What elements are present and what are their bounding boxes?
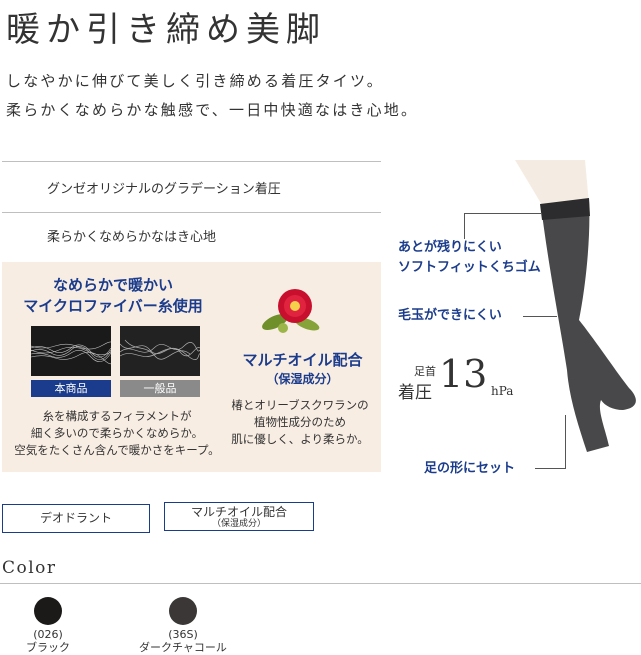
swatch-general-label: 一般品 [120,380,200,397]
tag-multi-oil: マルチオイル配合 （保湿成分） [164,502,314,531]
color-heading: Color [2,558,57,578]
callout-pilling: 毛玉ができにくい [398,308,502,323]
tag-deodorant: デオドラント [2,504,150,533]
multi-oil-note: 椿とオリーブスクワランの 植物性成分のため 肌に優しく、より柔らか。 [215,397,385,448]
camellia-olive-illustration [262,289,320,333]
feature-panel: なめらかで暖かい マイクロファイバー糸使用 本商品 [2,262,381,472]
microfiber-title-1: なめらかで暖かい [52,276,173,294]
callout-line [565,415,566,469]
color-name-black: ブラック [26,641,70,654]
swatch-ours-label: 本商品 [31,380,111,397]
microfiber-title-2: マイクロファイバー糸使用 [23,297,203,315]
color-divider [0,583,641,584]
pressure-label: 着圧 [398,383,432,403]
callout-line [464,213,465,239]
page-title: 暖か引き締め美脚 [6,10,326,50]
multi-oil-note-line: 椿とオリーブスクワランの [231,398,369,412]
fiber-closeup-general-image [119,326,201,376]
callout-welt: あとが残りにくい ソフトフィットくちゴム [398,238,541,278]
color-code-dark-charcoal: (36S) [168,628,198,641]
multi-oil-note-line: 肌に優しく、より柔らか。 [231,432,369,446]
callout-foot: 足の形にセット [424,461,516,476]
callout-line [464,213,542,214]
lead-line-1: しなやかに伸びて美しく引き締める着圧タイツ。 [6,72,384,90]
lead-line-2: 柔らかくなめらかな触感で、一日中快適なはき心地。 [6,101,419,119]
pressure-ankle-label: 足首 [414,365,436,378]
microfiber-note-line: 細く多いので柔らかくなめらか。 [30,426,204,440]
microfiber-note-line: 糸を構成するフィラメントが [42,409,192,423]
feature-soft: 柔らかくなめらかなはき心地 [47,230,217,245]
callout-line [523,316,557,317]
feature-divider [2,161,381,162]
feature-gradation: グンゼオリジナルのグラデーション着圧 [47,182,281,197]
swatch-our-product: 本商品 [30,326,113,397]
pressure-value: 13 [439,352,488,396]
color-option-black[interactable]: (026) ブラック [15,597,81,654]
color-swatch-black[interactable] [34,597,62,625]
fiber-closeup-ours-image [30,326,113,376]
callout-welt-line-1: あとが残りにくい [398,240,502,255]
callout-line [535,468,565,469]
color-swatch-dark-charcoal[interactable] [169,597,197,625]
swatch-general-product: 一般品 [119,326,201,397]
multi-oil-subtitle: （保湿成分） [266,372,339,386]
color-option-dark-charcoal[interactable]: (36S) ダークチャコール [125,597,241,654]
feature-divider [2,212,381,213]
microfiber-note: 糸を構成するフィラメントが 細く多いので柔らかくなめらか。 空気をたくさん含んで… [2,408,232,459]
pressure-unit: hPa [491,384,514,398]
callout-welt-line-2: ソフトフィットくちゴム [398,260,541,275]
tag-multi-oil-sub: （保湿成分） [211,519,266,529]
leg-stocking-illustration [515,160,636,452]
multi-oil-title: マルチオイル配合 [242,351,363,369]
multi-oil-note-line: 植物性成分のため [254,415,346,429]
tag-multi-oil-label: マルチオイル配合 [190,505,287,519]
color-name-dark-charcoal: ダークチャコール [139,641,227,654]
microfiber-note-line: 空気をたくさん含んで暖かさをキープ。 [14,443,220,457]
color-code-black: (026) [33,628,63,641]
